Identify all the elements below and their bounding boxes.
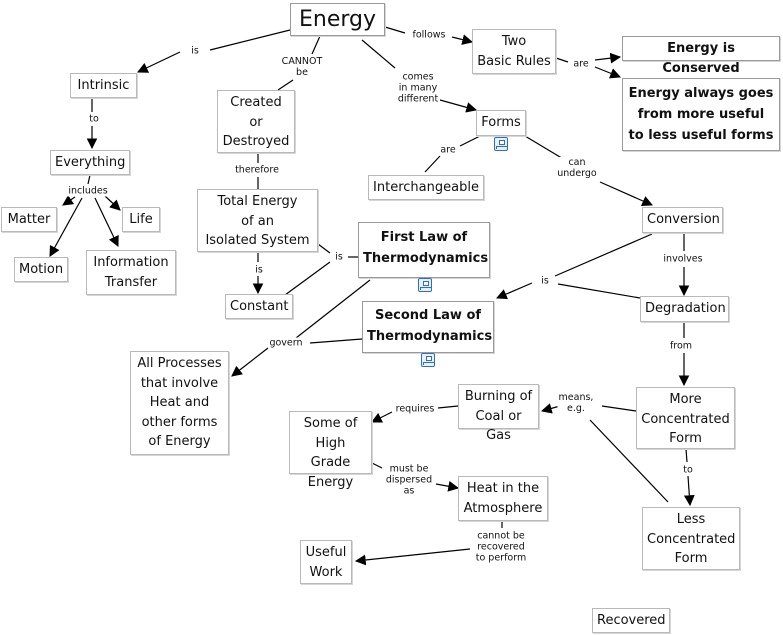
edge-rules-are: [555, 57, 569, 63]
link-govern[interactable]: govern: [268, 337, 304, 349]
concept-constant[interactable]: Constant: [225, 294, 293, 319]
link-is[interactable]: is: [254, 264, 264, 276]
edge-degradation-is: [557, 283, 641, 299]
link-comes-in-many-different[interactable]: comes in many different: [396, 71, 440, 105]
edge-forms-canundergo: [524, 135, 566, 161]
edge-canundergo-conversion: [599, 181, 653, 207]
edge-more-means: [601, 405, 637, 412]
concept-first-law[interactable]: First Law of Thermodynamics: [358, 222, 490, 278]
edge-energy-follows: [384, 26, 406, 34]
edge-everything-includes: [87, 174, 91, 185]
concept-energy[interactable]: Energy: [290, 3, 385, 36]
concept-degradation[interactable]: Degradation: [640, 296, 729, 322]
edge-energy-comes: [361, 39, 396, 69]
link-includes[interactable]: includes: [67, 185, 109, 197]
edge-cannot-created: [277, 79, 294, 91]
link-is[interactable]: is: [334, 251, 344, 263]
edge-dispersed-heat: [435, 480, 460, 492]
edge-is-constant2: [284, 261, 331, 296]
concept-interchangeable[interactable]: Interchangeable: [368, 175, 484, 200]
concept-intrinsic[interactable]: Intrinsic: [70, 73, 137, 98]
link-to[interactable]: to: [88, 113, 100, 125]
edge-cannot-usefulwork: [354, 548, 471, 566]
edge-means-recovered: [589, 419, 669, 503]
link-is[interactable]: is: [540, 275, 550, 287]
concept-life[interactable]: Life: [122, 207, 160, 232]
concept-energy-is-conserved[interactable]: Energy is Conserved: [622, 36, 780, 76]
concept-matter[interactable]: Matter: [1, 207, 57, 232]
submap-icon[interactable]: [418, 278, 432, 292]
edge-comes-forms: [439, 99, 478, 113]
concept-total-energy[interactable]: Total Energy of an Isolated System: [197, 189, 318, 252]
link-requires[interactable]: requires: [394, 403, 436, 415]
edge-includes-motion: [49, 197, 83, 257]
edge-more-to: [685, 448, 688, 463]
link-cannot-be[interactable]: CANNOT be: [280, 56, 324, 78]
concept-recovered[interactable]: Recovered: [592, 608, 670, 633]
concept-all-processes[interactable]: All Processes that involve Heat and othe…: [130, 351, 229, 455]
submap-icon[interactable]: [421, 353, 435, 367]
concept-forms[interactable]: Forms: [476, 110, 526, 136]
concept-two-basic-rules[interactable]: Two Basic Rules: [472, 29, 556, 74]
concept-second-law[interactable]: Second Law of Thermodynamics: [362, 301, 494, 353]
link-means-eg[interactable]: means, e.g.: [557, 392, 595, 414]
edge-energy-cannot: [311, 35, 321, 55]
edge-follows-rules: [451, 34, 474, 45]
edge-energy-is: [209, 29, 291, 51]
link-can-undergo[interactable]: can undergo: [556, 157, 598, 179]
edge-forms-are: [459, 135, 481, 147]
edge-includes-life: [104, 195, 121, 211]
concept-information-transfer[interactable]: Information Transfer: [86, 250, 176, 295]
edge-govern-allprocesses: [231, 347, 269, 377]
edge-means-burning: [540, 403, 561, 414]
link-to[interactable]: to: [682, 464, 694, 476]
concept-conversion[interactable]: Conversion: [642, 207, 723, 233]
link-are[interactable]: are: [572, 58, 590, 70]
edge-are-conserved: [594, 52, 622, 64]
link-therefore[interactable]: therefore: [234, 164, 280, 176]
edge-to-less: [683, 475, 695, 507]
edge-includes-matter: [62, 195, 76, 206]
link-from[interactable]: from: [668, 340, 694, 352]
edge-are-always: [594, 66, 622, 79]
concept-created-or-destroyed[interactable]: Created or Destroyed: [217, 90, 295, 153]
concept-burning[interactable]: Burning of Coal or Gas: [458, 384, 539, 443]
concept-everything[interactable]: Everything: [50, 150, 130, 175]
edge-is-total: [317, 243, 331, 254]
concept-high-grade[interactable]: Some of High Grade Energy: [289, 411, 372, 490]
submap-icon[interactable]: [494, 137, 508, 151]
edge-conversion-is: [554, 233, 653, 277]
edge-includes-info: [94, 197, 119, 247]
edge-first-govern: [295, 279, 371, 339]
edge-burning-requires: [437, 405, 459, 409]
concept-more-concentrated[interactable]: More Concentrated Form: [636, 387, 735, 449]
concept-less-concentrated[interactable]: Less Concentrated Form: [642, 507, 740, 570]
edge-second-govern: [309, 338, 363, 344]
edge-are-inter: [424, 155, 441, 173]
edge-highgrade-dispersed: [369, 461, 383, 469]
concept-motion[interactable]: Motion: [14, 257, 68, 282]
link-must-be-dispersed-as[interactable]: must be dispersed as: [384, 463, 434, 497]
concept-useful-work[interactable]: Useful Work: [300, 540, 352, 584]
edge-requires-highgrade: [371, 411, 393, 423]
link-is[interactable]: is: [190, 45, 200, 57]
concept-energy-always-goes[interactable]: Energy always goes from more useful to l…: [622, 78, 780, 151]
concept-heat-atmosphere[interactable]: Heat in the Atmosphere: [458, 476, 548, 521]
link-follows[interactable]: follows: [411, 29, 447, 41]
link-involves[interactable]: involves: [662, 253, 704, 265]
edge-is-intrinsic: [137, 51, 181, 73]
link-cannot-be-recovered[interactable]: cannot be recovered to perform: [474, 530, 528, 564]
edge-is-second: [496, 282, 533, 300]
link-are[interactable]: are: [439, 144, 457, 156]
